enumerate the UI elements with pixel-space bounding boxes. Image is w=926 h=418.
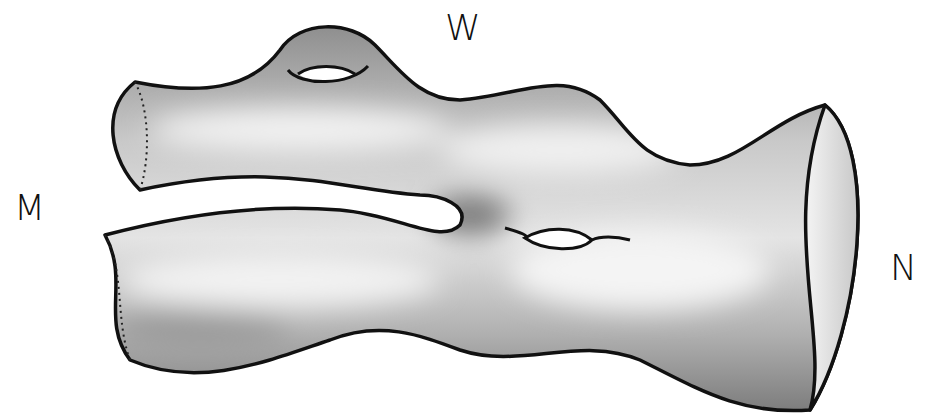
surface-label: W (445, 10, 481, 46)
boundary-label: M (14, 190, 45, 226)
boundary-label: N (890, 250, 917, 286)
